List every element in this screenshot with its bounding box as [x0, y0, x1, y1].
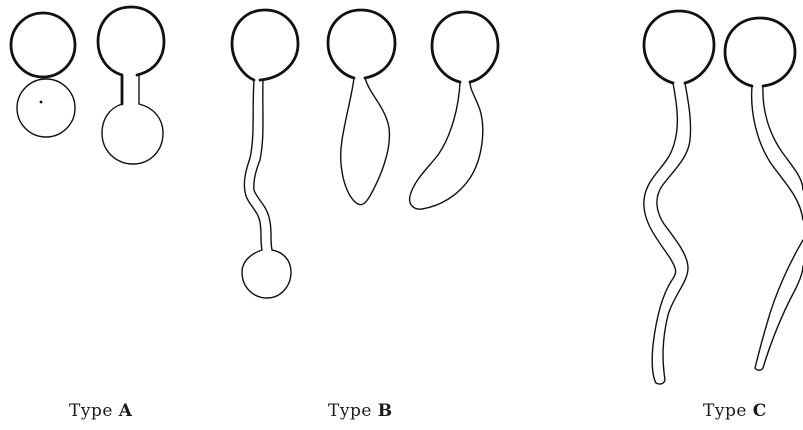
caption-type-b: Type B — [328, 401, 393, 421]
caption-type-a-letter: A — [119, 401, 133, 421]
type-a-cell-1-head — [11, 13, 75, 77]
type-b-cell-1-tube — [242, 80, 291, 298]
type-c-group — [644, 11, 803, 384]
caption-type-a-prefix: Type — [69, 401, 113, 421]
caption-type-c: Type C — [703, 401, 767, 421]
type-a-group — [11, 7, 164, 164]
type-b-cell-3-body — [410, 82, 483, 209]
type-c-cell-1-head — [644, 11, 714, 83]
caption-type-b-prefix: Type — [328, 401, 372, 421]
type-c-cell-2-head — [725, 18, 795, 86]
type-c-cell-2-hypha — [752, 86, 803, 370]
type-c-cell-1-hypha — [644, 83, 691, 384]
type-b-cell-2-body — [341, 78, 390, 205]
caption-type-c-letter: C — [753, 401, 767, 421]
type-b-cell-1-head — [232, 10, 298, 80]
type-a-cell-2-outline — [98, 7, 164, 104]
type-b-cell-2-head — [328, 10, 395, 78]
caption-type-c-prefix: Type — [703, 401, 747, 421]
type-a-cell-1-bud — [17, 79, 75, 137]
type-a-cell-1-dot — [40, 101, 43, 104]
caption-type-a: Type A — [69, 401, 133, 421]
caption-type-b-letter: B — [378, 401, 393, 421]
type-a-cell-2-neck — [102, 75, 163, 164]
type-b-cell-3-head — [432, 12, 498, 82]
type-b-group — [232, 10, 498, 298]
